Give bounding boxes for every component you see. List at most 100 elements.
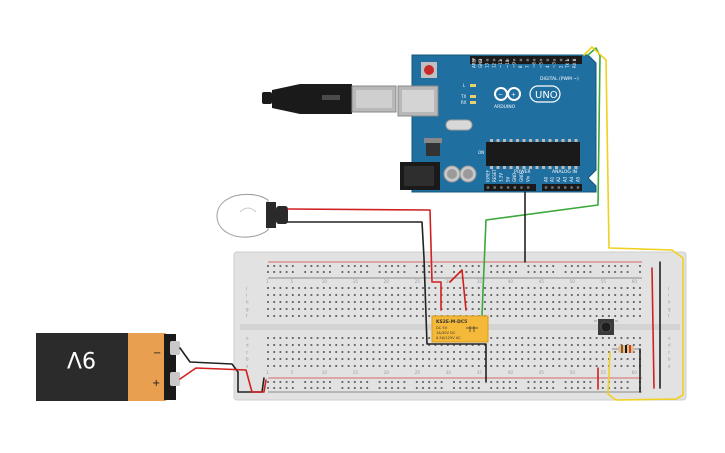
- digital-pin-label: TX 1: [565, 59, 570, 69]
- power-pin-label: Vin: [526, 175, 531, 182]
- column-number: 45: [539, 370, 545, 375]
- row-letter: h: [668, 300, 671, 305]
- svg-text:+: +: [511, 92, 516, 99]
- column-number: 1: [266, 279, 269, 284]
- wires: [179, 46, 684, 401]
- analog-pin-label: A3: [563, 176, 568, 182]
- column-number: 60: [632, 279, 638, 284]
- digital-pin-label: 8: [518, 65, 523, 68]
- svg-text:−: −: [498, 92, 503, 99]
- row-letter: j: [245, 286, 247, 291]
- power-pin-label: 3.3V: [499, 173, 504, 182]
- resistor-icon[interactable]: [612, 345, 640, 353]
- column-number: 15: [353, 279, 359, 284]
- led-label-l: L: [463, 83, 466, 88]
- digital-pin-label: 12: [491, 62, 496, 68]
- power-pin-label: GND: [519, 173, 524, 182]
- arduino-logo: − + ARDUINO: [494, 87, 521, 110]
- relay-module[interactable]: KS2E-M-DC5 DC 5V 1A/30V DC 0.5A/125V AC: [431, 315, 489, 343]
- column-number: 40: [508, 370, 514, 375]
- column-number: 15: [353, 370, 359, 375]
- wire-red-rail-1: [651, 267, 655, 389]
- row-letter: f: [668, 314, 670, 319]
- analog-label: ANALOG IN: [552, 169, 577, 175]
- digital-pin-label: ~11: [498, 59, 503, 68]
- column-number: 35: [477, 279, 483, 284]
- power-pin-label: IOREF: [485, 169, 490, 182]
- column-number: 10: [322, 370, 328, 375]
- column-number: 10: [322, 279, 328, 284]
- column-number: 55: [601, 370, 607, 375]
- digital-pin-label: ~6: [532, 62, 537, 68]
- digital-pin-label: 2: [558, 65, 563, 68]
- light-bulb-icon[interactable]: [216, 193, 288, 238]
- analog-pin-label: A5: [575, 176, 580, 182]
- arduino-logo-text: ARDUINO: [494, 104, 516, 110]
- digital-pin-label: ~3: [552, 62, 557, 68]
- column-number: 5: [291, 370, 294, 375]
- row-letter: e: [668, 336, 671, 341]
- column-number: 1: [266, 370, 269, 375]
- row-letter: g: [246, 307, 249, 312]
- on-label: ON: [478, 150, 484, 155]
- row-letter: b: [246, 357, 249, 362]
- battery-9v[interactable]: 9V − +: [36, 333, 180, 401]
- column-number: 45: [539, 279, 545, 284]
- digital-pin-label: ~9: [512, 62, 517, 68]
- column-number: 30: [446, 370, 452, 375]
- digital-pin-label: 13: [485, 62, 490, 68]
- battery-plus-label: +: [152, 378, 160, 389]
- relay-line-3: 0.5A/125V AC: [436, 336, 461, 340]
- reset-button[interactable]: [424, 65, 434, 75]
- column-number: 20: [384, 370, 390, 375]
- column-number: 5: [291, 279, 294, 284]
- wire-red-relay: [449, 269, 467, 311]
- row-letter: e: [246, 336, 249, 341]
- analog-pin-label: A0: [543, 176, 548, 182]
- digital-pin-label: GND: [478, 59, 483, 68]
- column-number: 35: [477, 370, 483, 375]
- column-number: 60: [632, 370, 638, 375]
- column-number: 40: [508, 279, 514, 284]
- row-letter: c: [246, 350, 248, 355]
- column-number: 25: [415, 279, 421, 284]
- column-number: 20: [384, 279, 390, 284]
- digital-pin-label: 4: [545, 65, 550, 68]
- row-letter: h: [246, 300, 249, 305]
- push-button-icon[interactable]: [594, 319, 618, 335]
- relay-title: KS2E-M-DC5: [436, 319, 467, 325]
- uno-text: UNO: [535, 90, 558, 101]
- row-letter: i: [668, 293, 669, 298]
- row-letter: j: [667, 286, 669, 291]
- power-pin-label: 5V: [505, 176, 510, 182]
- usb-cable-icon[interactable]: [262, 84, 397, 114]
- battery-label: 9V: [67, 346, 96, 371]
- power-pin-label: GND: [512, 173, 517, 182]
- power-label: POWER: [514, 169, 531, 175]
- analog-pin-label: A2: [556, 176, 561, 182]
- row-letter: a: [246, 364, 249, 369]
- row-letter: d: [668, 343, 671, 348]
- digital-pin-label: AREF: [471, 57, 476, 68]
- column-number: 25: [415, 370, 421, 375]
- led-label-rx: RX: [461, 100, 467, 105]
- column-number: 50: [570, 370, 576, 375]
- relay-line-2: 1A/30V DC: [436, 331, 456, 335]
- digital-label: DIGITAL (PWM ~): [540, 76, 579, 82]
- analog-pin-label: A4: [569, 176, 574, 182]
- column-number: 30: [446, 279, 452, 284]
- wire-red-battery: [179, 367, 267, 393]
- wire-yellow-input: [583, 46, 684, 401]
- row-letter: d: [246, 343, 249, 348]
- row-letter: c: [668, 350, 670, 355]
- relay-line-1: DC 5V: [436, 326, 448, 330]
- digital-pin-label: ~5: [538, 62, 543, 68]
